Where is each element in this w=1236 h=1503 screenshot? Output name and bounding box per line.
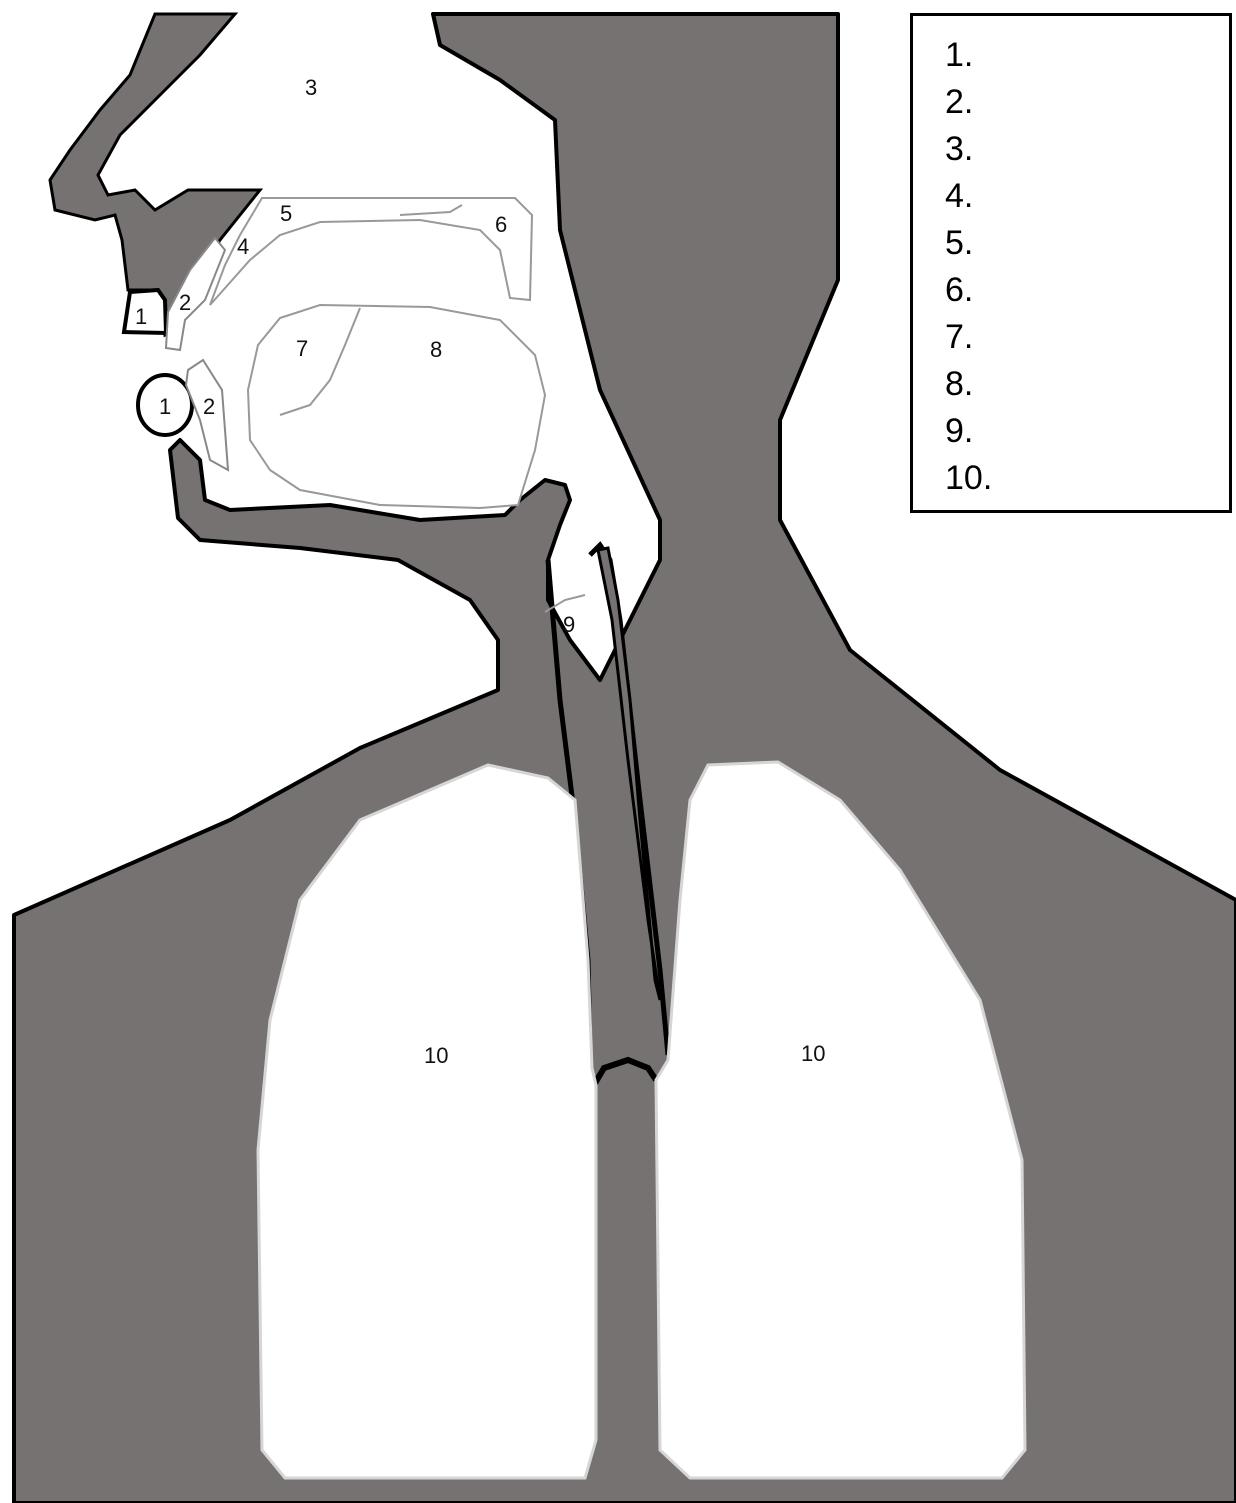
legend-item: 8.	[945, 361, 1229, 408]
label-nasal-cavity: 3	[305, 75, 317, 100]
label-lower-lip: 1	[159, 394, 171, 419]
legend-item: 7.	[945, 314, 1229, 361]
label-tongue-tip: 7	[296, 336, 308, 361]
legend-item: 4.	[945, 173, 1229, 220]
label-right-lung: 10	[801, 1041, 825, 1066]
legend-list: 1. 2. 3. 4. 5. 6. 7. 8. 9. 10.	[913, 16, 1229, 502]
legend-item: 10.	[945, 455, 1229, 502]
legend-item: 9.	[945, 408, 1229, 455]
answer-legend: 1. 2. 3. 4. 5. 6. 7. 8. 9. 10.	[910, 13, 1232, 513]
label-lower-teeth: 2	[203, 394, 215, 419]
label-alveolar-ridge: 4	[237, 234, 249, 259]
legend-item: 3.	[945, 126, 1229, 173]
label-upper-lip: 1	[135, 304, 147, 329]
legend-item: 2.	[945, 79, 1229, 126]
palate-shape	[210, 198, 532, 305]
legend-item: 6.	[945, 267, 1229, 314]
legend-item: 5.	[945, 220, 1229, 267]
label-vocal-folds: 9	[563, 612, 575, 637]
label-hard-palate: 5	[280, 201, 292, 226]
label-left-lung: 10	[424, 1043, 448, 1068]
label-tongue-body: 8	[430, 337, 442, 362]
label-upper-teeth: 2	[179, 290, 191, 315]
legend-item: 1.	[945, 32, 1229, 79]
nose-face	[50, 14, 260, 335]
tongue-shape	[248, 305, 545, 508]
label-soft-palate: 6	[495, 212, 507, 237]
